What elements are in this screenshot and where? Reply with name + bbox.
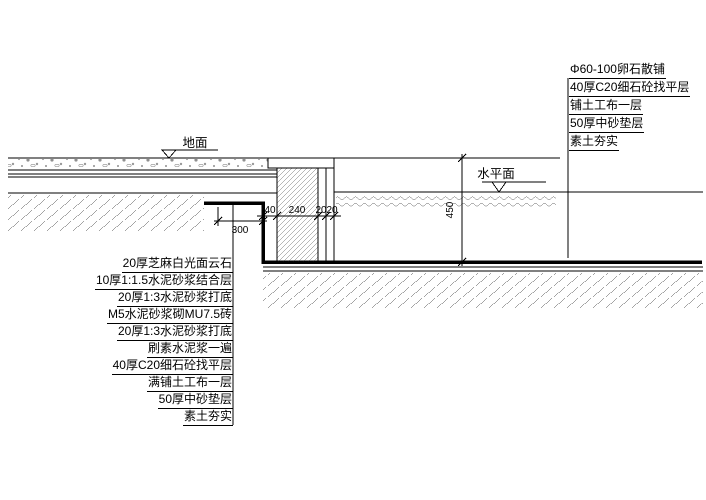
- dim-450: 450: [445, 201, 456, 218]
- callout-concrete-leveling-2: 40厚C20细石砼找平层: [111, 358, 233, 375]
- callout-base-mortar-2: 20厚1:3水泥砂浆打底: [116, 324, 233, 341]
- dim-20b: 20: [326, 205, 338, 216]
- callout-sand-cushion-2: 50厚中砂垫层: [157, 392, 233, 409]
- callout-concrete-leveling: 40厚C20细石砼找平层: [569, 80, 691, 97]
- callout-marble-facing: 20厚芝麻白光面云石: [121, 256, 233, 273]
- marble-coping: [267, 157, 335, 169]
- brick-wall-hatch: [276, 167, 319, 263]
- callout-cement-slurry: 刷素水泥浆一遍: [146, 341, 233, 358]
- pool-floor-layers: [263, 266, 703, 309]
- dimension-tread-width: 300: [213, 207, 268, 236]
- ground-assembly: [8, 157, 334, 232]
- dimension-wall-layers: 40 240 20 20: [257, 205, 341, 221]
- water-wave-symbol: [336, 194, 556, 207]
- water-level-label: 水平面: [477, 167, 515, 181]
- callout-pebble-scatter: Φ60-100卵石散铺: [569, 62, 666, 79]
- callout-geotextile-2: 满铺土工布一层: [146, 375, 233, 392]
- coping-and-wall: [267, 157, 335, 263]
- dim-20a: 20: [315, 205, 327, 216]
- floor-earth-hatch: [263, 273, 703, 309]
- callout-geotextile: 铺土工布一层: [569, 98, 644, 115]
- callout-compacted-soil: 素土夯实: [569, 134, 620, 151]
- dim-240: 240: [289, 205, 306, 216]
- callout-base-mortar-1: 20厚1:3水泥砂浆打底: [116, 290, 233, 307]
- water-surface: 水平面: [334, 167, 703, 207]
- dim-300: 300: [232, 225, 249, 236]
- callout-brick-masonry: M5水泥砂浆砌MU7.5砖: [106, 307, 233, 324]
- ground-label: 地面: [182, 136, 207, 150]
- dimension-water-depth: 450: [334, 153, 560, 267]
- water-level-symbol-icon: [491, 181, 507, 193]
- ground-level-marker: 地面: [161, 136, 218, 159]
- callout-compacted-soil-2: 素土夯实: [182, 409, 233, 426]
- pool-shell-profile: [204, 201, 702, 264]
- dim-40: 40: [264, 205, 276, 216]
- callout-sand-cushion: 50厚中砂垫层: [569, 116, 645, 133]
- pebble-layer-texture: [8, 159, 277, 170]
- ground-earth-hatch: [8, 195, 204, 232]
- ground-level-symbol-icon: [161, 149, 177, 159]
- callout-bonding-mortar: 10厚1:1.5水泥砂浆结合层: [94, 273, 233, 290]
